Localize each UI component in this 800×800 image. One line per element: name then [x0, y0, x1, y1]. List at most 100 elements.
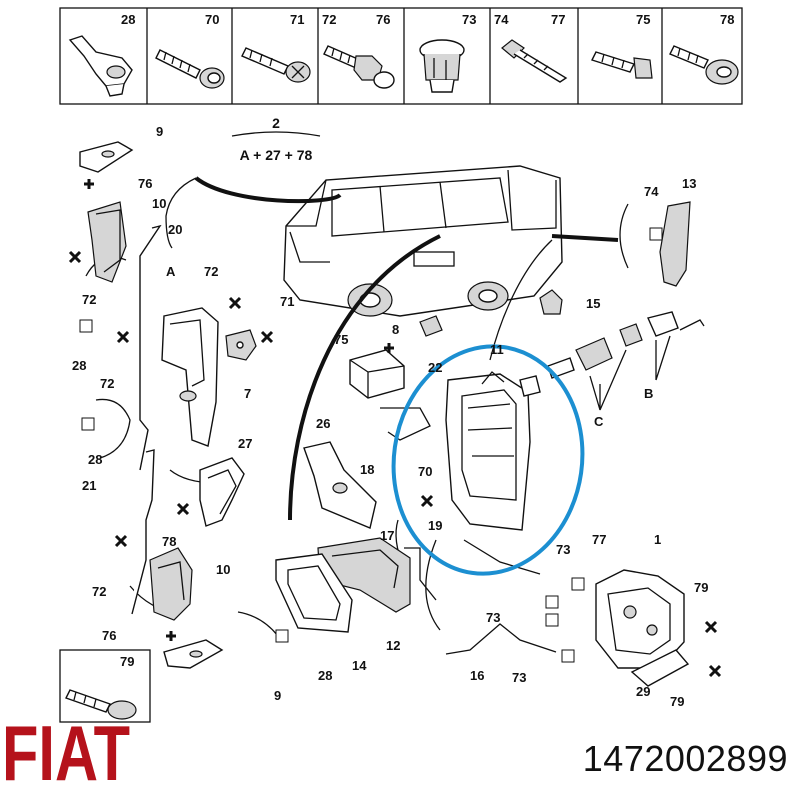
inset-frame [59, 649, 151, 723]
square-marker [571, 577, 585, 591]
highlight-ring [391, 344, 585, 576]
callout-label: 76 [138, 176, 152, 191]
fiat-logo-text: FIAT [2, 709, 130, 790]
callout-label: 19 [428, 518, 442, 533]
callout-label: 73 [556, 542, 570, 557]
x-marker [708, 664, 722, 678]
callout-label: 72 [100, 376, 114, 391]
header-label-77: 77 [551, 12, 565, 27]
callout-label: 10 [216, 562, 230, 577]
header-label-78: 78 [720, 12, 734, 27]
callout-label: 75 [334, 332, 348, 347]
screw-75-illustration [591, 51, 653, 79]
screw-70-illustration [155, 49, 225, 89]
fastener-header-strip: 28 70 71 72 76 73 74 77 75 78 [59, 7, 743, 105]
callout-labels: 9 76 10 20 72 A 72 71 28 72 7 28 27 21 7… [72, 124, 708, 709]
inset-label: 79 [120, 654, 134, 669]
screw-71-illustration [241, 47, 311, 83]
rod-20 [139, 224, 162, 471]
callout-label: 20 [168, 222, 182, 237]
bolt-8 [419, 315, 443, 337]
assembly-formula: A + 27 + 78 [240, 147, 313, 163]
callout-label: 74 [644, 184, 659, 199]
square-marker [79, 319, 93, 333]
x-marker [420, 494, 434, 508]
latch-1 [595, 569, 685, 669]
callout-label: 77 [592, 532, 606, 547]
callout-label: 7 [244, 386, 251, 401]
plus-marker [384, 343, 394, 353]
callout-label: 72 [204, 264, 218, 279]
callout-label: 76 [102, 628, 116, 643]
callout-label: 21 [82, 478, 96, 493]
square-marker [649, 227, 663, 241]
header-label-72: 72 [322, 12, 336, 27]
x-marker [114, 534, 128, 548]
part-number: 1472002899 [582, 738, 788, 779]
header-frame [59, 7, 743, 105]
clip-28-illustration [68, 35, 133, 97]
square-marker [545, 613, 559, 627]
x-marker [68, 250, 82, 264]
assembly-number: 2 [272, 115, 280, 131]
callout-label: 8 [392, 322, 399, 337]
assembly-brace [231, 131, 321, 137]
callout-label: 28 [88, 452, 102, 467]
callout-label: C [594, 414, 604, 429]
rivet-77-illustration [501, 39, 568, 83]
callout-label: A [166, 264, 176, 279]
callout-label: 79 [670, 694, 684, 709]
x-marker [228, 296, 242, 310]
actuator-22 [349, 349, 405, 399]
header-label-75: 75 [636, 12, 650, 27]
callout-label: 72 [92, 584, 106, 599]
inner-handle-11 [445, 373, 531, 531]
callout-label: 9 [274, 688, 281, 703]
bolt-76-illustration [323, 45, 395, 89]
callout-label: 71 [280, 294, 294, 309]
header-label-28: 28 [121, 12, 135, 27]
callout-label: 28 [318, 668, 332, 683]
callout-label: 17 [380, 528, 394, 543]
callout-label: 27 [238, 436, 252, 451]
callout-label: 11 [490, 342, 504, 357]
bezel-14 [275, 553, 353, 633]
callout-label: B [644, 386, 653, 401]
callout-label: 14 [352, 658, 367, 673]
x-marker [704, 620, 718, 634]
square-marker [275, 629, 289, 643]
callout-label: 73 [512, 670, 526, 685]
callout-label: 22 [428, 360, 442, 375]
square-marker [545, 595, 559, 609]
rod-19 [463, 539, 541, 575]
cylinder-b [647, 311, 679, 337]
callout-label: 10 [152, 196, 166, 211]
hinge-10-bottom [149, 547, 193, 621]
callout-label: 18 [360, 462, 374, 477]
lock-assembly-a [161, 307, 219, 447]
right-door-parts [519, 201, 705, 687]
fiat-logo: FIAT [2, 709, 130, 790]
callout-label: 73 [486, 610, 500, 625]
x-marker [176, 502, 190, 516]
rod-16 [445, 623, 557, 655]
rod-21 [131, 449, 155, 615]
square-marker [561, 649, 575, 663]
bracket-27 [199, 457, 245, 527]
reference-markers [68, 179, 722, 678]
callout-label: 15 [586, 296, 600, 311]
strap-13 [659, 201, 691, 287]
van-illustration [283, 165, 563, 317]
callout-label: 26 [316, 416, 330, 431]
x-marker [116, 330, 130, 344]
screw-78-illustration [669, 45, 739, 85]
callout-label: 70 [418, 464, 432, 479]
header-label-74: 74 [494, 12, 509, 27]
header-label-76: 76 [376, 12, 390, 27]
bumper-15 [539, 289, 563, 315]
rod-17 [404, 547, 437, 601]
grommet-73-illustration [419, 39, 465, 93]
header-label-70: 70 [205, 12, 219, 27]
callout-label: 16 [470, 668, 484, 683]
